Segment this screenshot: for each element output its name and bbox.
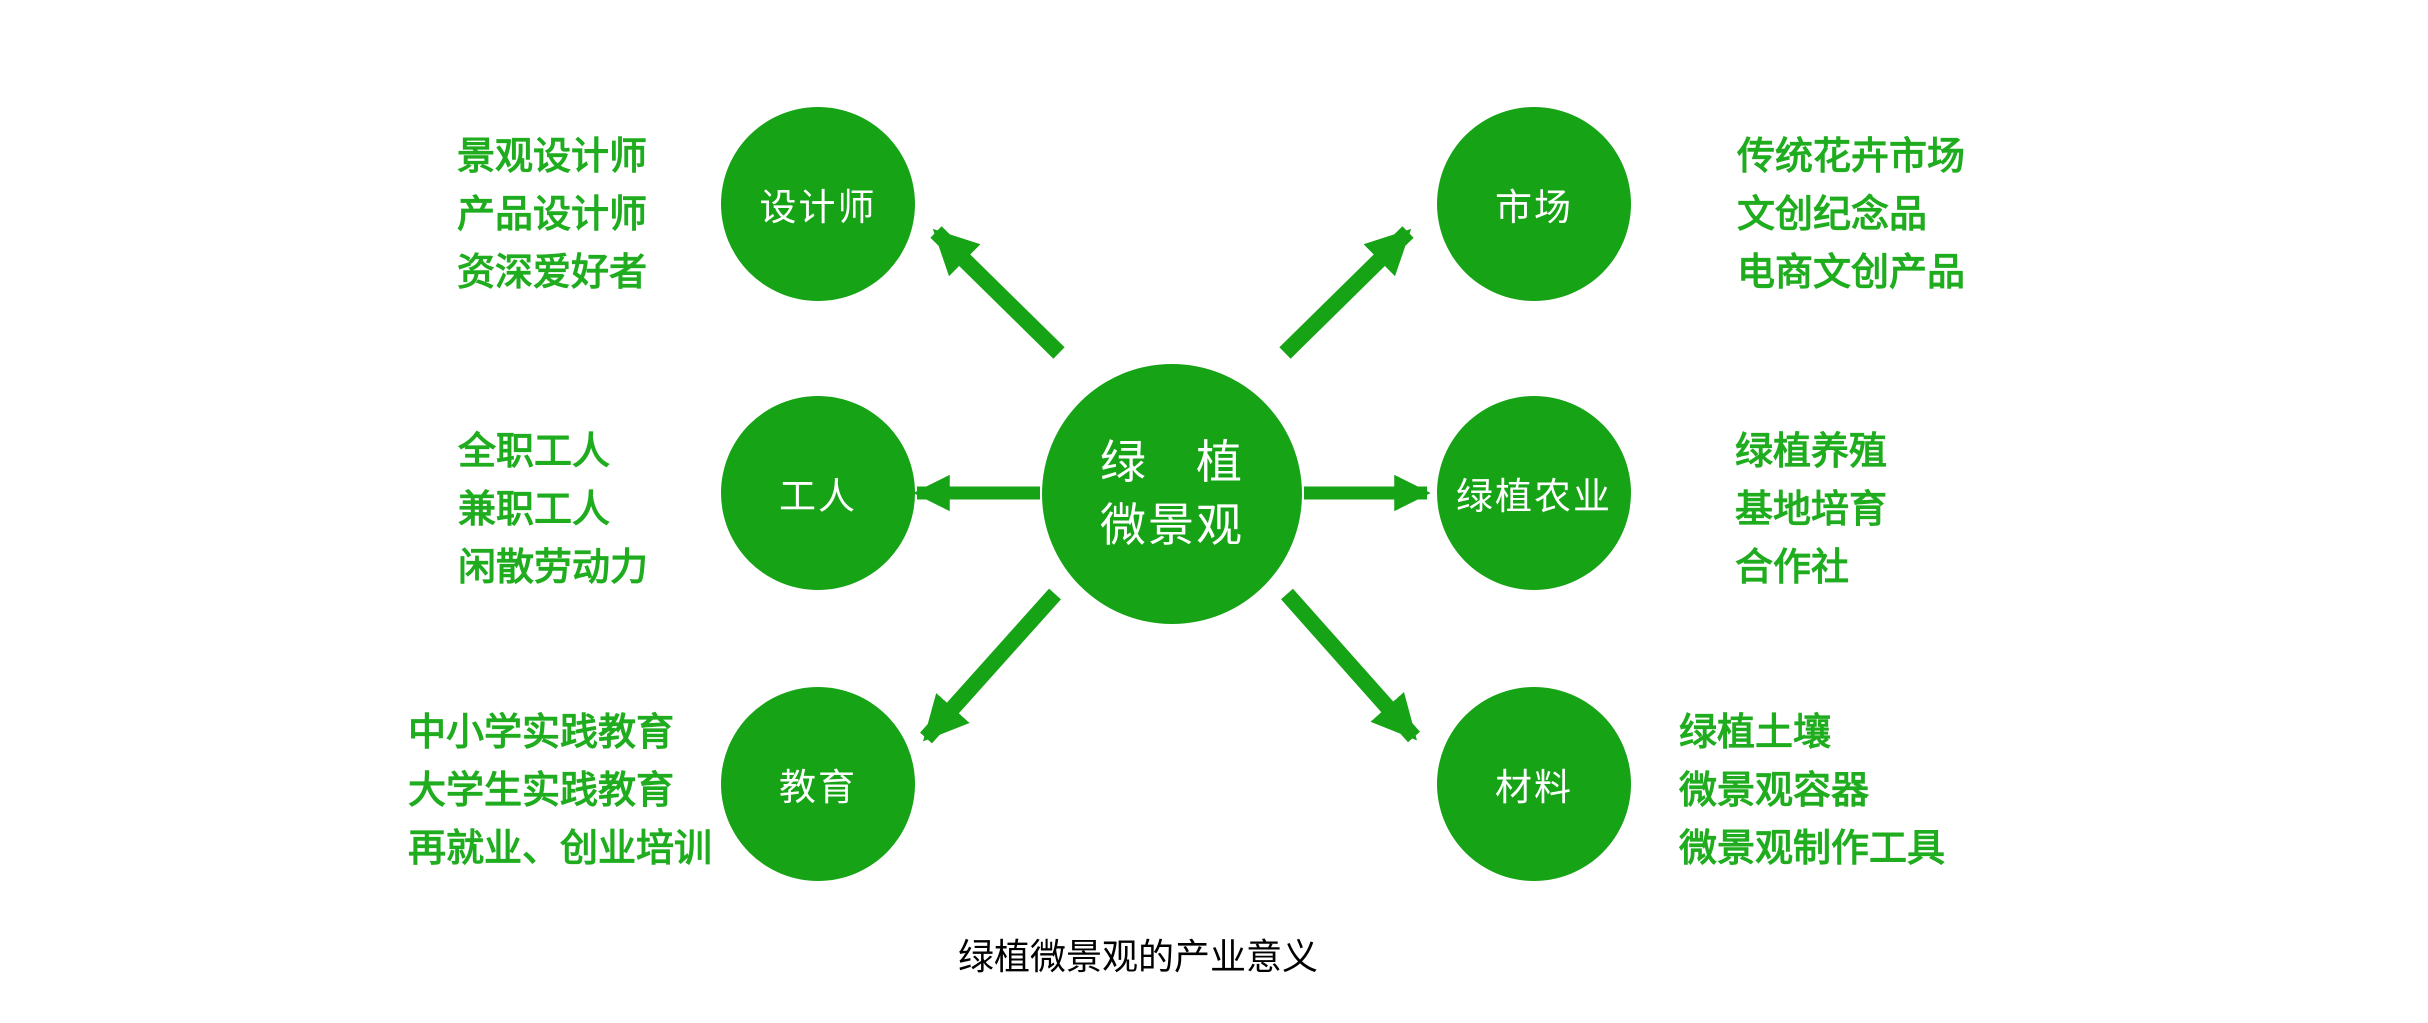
list-item: 电商文创产品 <box>1737 252 1966 294</box>
list-item: 传统花卉市场 <box>1737 136 1966 178</box>
list-item: 景观设计师 <box>457 136 648 178</box>
list-item: 文创纪念品 <box>1737 194 1928 236</box>
list-item: 绿植土壤 <box>1679 712 1832 754</box>
node-education-label: 教育 <box>779 767 857 808</box>
list-item: 微景观制作工具 <box>1679 828 1946 870</box>
node-center-line2: 微景观 <box>1100 499 1244 551</box>
material-item-list: 绿植土壤 微景观容器 微景观制作工具 <box>1679 704 1945 878</box>
node-center: 绿 植 微景观 <box>1042 364 1302 624</box>
node-designer-label: 设计师 <box>759 187 877 228</box>
list-item: 闲散劳动力 <box>458 547 649 589</box>
market-item-list: 传统花卉市场 文创纪念品 电商文创产品 <box>1737 128 1965 302</box>
node-material: 材料 <box>1437 687 1631 881</box>
arrow-to-market <box>1279 226 1414 359</box>
node-agriculture-label: 绿植农业 <box>1456 476 1612 517</box>
arrow-to-education <box>920 588 1061 744</box>
node-education: 教育 <box>721 687 915 881</box>
list-item: 产品设计师 <box>457 194 648 236</box>
list-item: 兼职工人 <box>458 489 611 531</box>
worker-item-list: 全职工人 兼职工人 闲散劳动力 <box>458 423 648 597</box>
agriculture-item-list: 绿植养殖 基地培育 合作社 <box>1735 423 1887 597</box>
node-center-line1: 绿 植 <box>1100 436 1244 488</box>
node-market-label: 市场 <box>1495 187 1573 228</box>
list-item: 资深爱好者 <box>457 252 648 294</box>
list-item: 中小学实践教育 <box>408 712 675 754</box>
education-item-list: 中小学实践教育 大学生实践教育 再就业、创业培训 <box>408 704 712 878</box>
node-designer: 设计师 <box>721 107 915 301</box>
list-item: 全职工人 <box>458 431 611 473</box>
list-item: 绿植养殖 <box>1735 431 1888 473</box>
list-item: 基地培育 <box>1735 489 1888 531</box>
list-item: 大学生实践教育 <box>408 770 675 812</box>
list-item: 微景观容器 <box>1679 770 1870 812</box>
list-item: 合作社 <box>1735 547 1850 589</box>
node-worker-label: 工人 <box>779 476 857 517</box>
diagram-caption: 绿植微景观的产业意义 <box>958 936 1319 977</box>
list-item: 再就业、创业培训 <box>408 828 713 870</box>
node-market: 市场 <box>1437 107 1631 301</box>
arrow-to-material <box>1281 588 1420 743</box>
node-worker: 工人 <box>721 396 915 590</box>
node-material-label: 材料 <box>1495 767 1573 808</box>
designer-item-list: 景观设计师 产品设计师 资深爱好者 <box>457 128 647 302</box>
arrow-to-designer <box>930 226 1065 359</box>
node-agriculture: 绿植农业 <box>1437 396 1631 590</box>
